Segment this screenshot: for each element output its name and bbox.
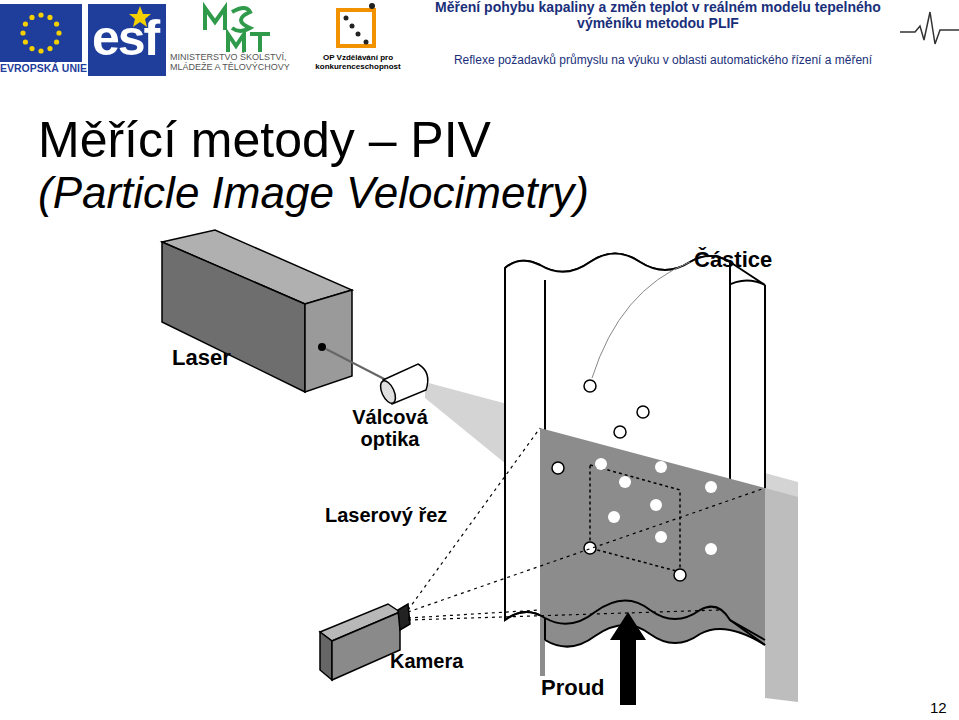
logo-caption: OP Vzdělávání pro konkurenceschopnost	[308, 54, 408, 72]
eu-star	[23, 21, 28, 26]
msmt-logo	[205, 8, 270, 52]
slide-subtitle: (Particle Image Velocimetry)	[38, 168, 589, 217]
eu-stars	[20, 12, 61, 53]
laser-beam	[326, 349, 392, 383]
leader-line	[592, 262, 690, 378]
logo-caption: MINISTERSTVO ŠKOLSTVÍ, MLÁDEŽE A TĚLOVÝC…	[170, 52, 310, 72]
part-label: Kamera	[390, 650, 463, 672]
eu-star	[20, 30, 25, 35]
flow-arrow	[610, 612, 646, 705]
laser-box	[162, 230, 352, 392]
logo-caption: EVROPSKÁ UNIE	[0, 63, 87, 75]
eu-star	[29, 46, 34, 51]
op-logo	[338, 3, 375, 46]
laser-aperture	[318, 343, 326, 351]
eu-star	[29, 15, 34, 20]
heartbeat-icon	[900, 12, 959, 44]
part-label: Částice	[694, 248, 772, 273]
camera-view-lines	[408, 428, 765, 620]
channel-edge-lower	[545, 618, 765, 645]
channel-lower	[545, 625, 765, 647]
part-label: Proud	[538, 676, 608, 701]
slide-title: Měřící metody – PIV	[38, 112, 491, 168]
eu-star	[47, 15, 52, 20]
esf-logo	[88, 4, 166, 76]
header-subtitle: Reflexe požadavků průmyslu na výuku v ob…	[418, 54, 908, 67]
part-label: Laserový řez	[322, 504, 450, 526]
cylindrical-lens	[377, 364, 427, 405]
part-label: Válcová optika	[340, 406, 440, 451]
eu-flag	[0, 4, 82, 62]
logo-text: esf	[92, 10, 158, 66]
eu-star	[54, 21, 59, 26]
part-label: Laser	[172, 346, 262, 371]
light-sheet-out	[765, 488, 798, 702]
particles	[552, 380, 686, 581]
eu-star	[38, 12, 43, 17]
eu-star	[23, 39, 28, 44]
eu-star	[38, 48, 43, 53]
eu-star	[56, 30, 61, 35]
eu-star	[54, 39, 59, 44]
eu-star	[47, 46, 52, 51]
page-number: 12	[930, 700, 947, 717]
interrogation-window	[590, 465, 680, 572]
header-title: Měření pohybu kapaliny a změn teplot v r…	[418, 0, 898, 31]
